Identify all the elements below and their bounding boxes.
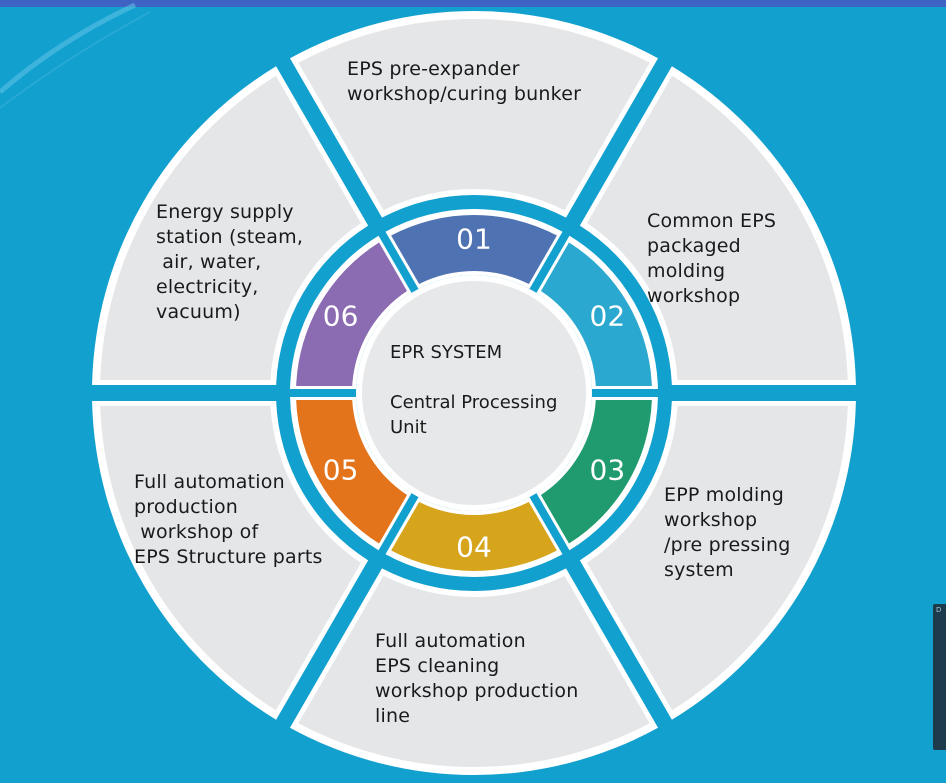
inner-segment-06[interactable] [296,242,408,387]
segment-number-01: 01 [456,223,492,256]
inner-segment-02[interactable] [540,242,652,387]
segment-number-02: 02 [590,300,626,333]
segment-number-04: 04 [456,531,492,564]
segment-05-label[interactable]: Full automation production workshop of E… [134,471,323,568]
segment-03-label[interactable]: EPP molding workshop /pre pressing syste… [664,484,791,581]
inner-segment-05[interactable] [296,399,408,544]
center-subtitle: Central Processing Unit [390,392,558,438]
inner-ring: 01 02 03 04 05 06 [290,209,658,577]
segment-number-03: 03 [590,454,626,487]
outer-segment-04[interactable] [298,575,650,767]
inner-segment-04[interactable] [391,501,557,571]
decorative-arc [0,2,137,94]
outer-segment-02[interactable] [587,75,848,381]
outer-segment-06[interactable] [100,75,361,381]
decorative-arc-2 [0,11,151,109]
center-disc [362,281,586,505]
center-title: EPR SYSTEM [390,342,503,363]
segment-number-05: 05 [323,454,359,487]
outer-segment-05[interactable] [100,405,361,711]
inner-segment-03[interactable] [540,399,652,544]
segment-01-label[interactable]: EPS pre-expander workshop/curing bunker [347,58,582,105]
segment-06-label[interactable]: Energy supply station (steam, air, water… [156,201,304,323]
outer-ring [92,11,856,775]
outer-segment-01[interactable] [298,19,650,211]
inner-segment-01[interactable] [391,214,557,285]
top-accent-bar [0,0,946,7]
side-widget[interactable]: D [933,604,946,750]
segment-02-label[interactable]: Common EPS packaged molding workshop [647,210,777,307]
segment-04-label[interactable]: Full automation EPS cleaning workshop pr… [375,630,579,727]
segment-number-06: 06 [323,300,359,333]
side-widget-label: D [936,606,942,614]
outer-segment-03[interactable] [587,405,848,711]
